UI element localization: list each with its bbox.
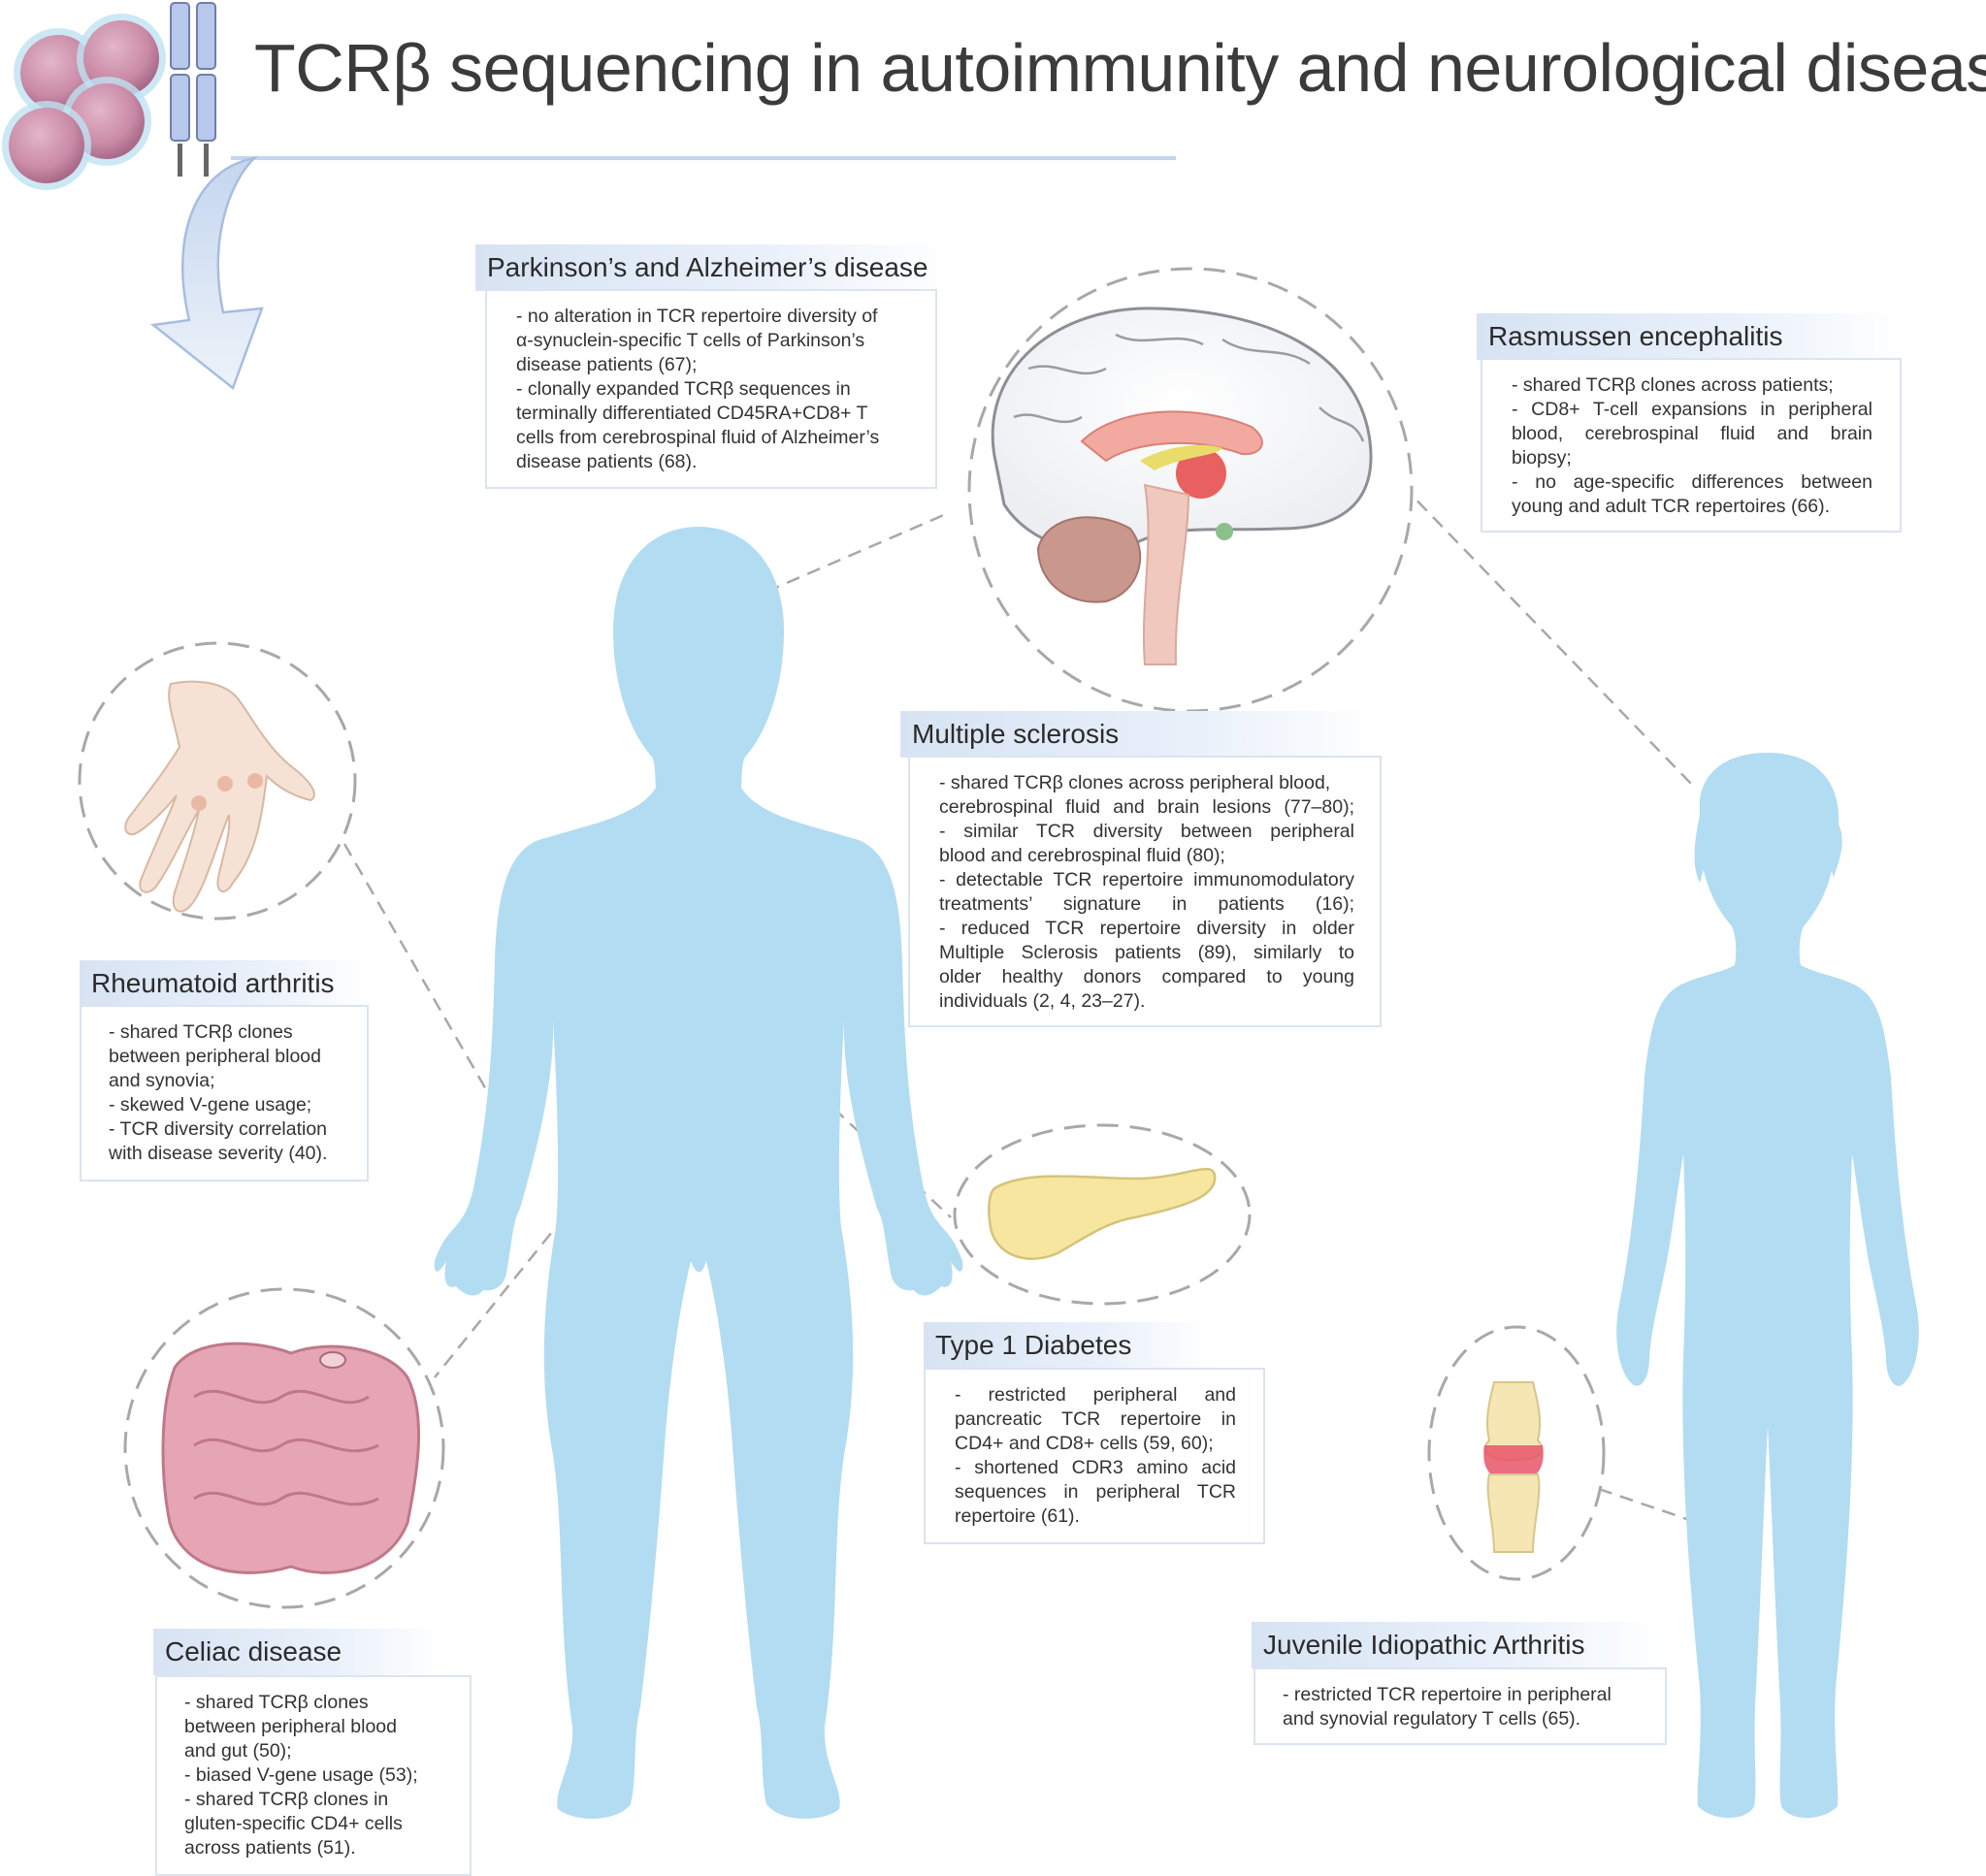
brain-inset [967,267,1414,713]
panel-line: - clonally expanded TCRβ sequences in [516,378,851,400]
panel-line: α-synuclein-specific T cells of Parkinso… [516,330,865,351]
panel-line: biopsy; [1512,447,1572,469]
panel-line: - similar TCR diversity between peripher… [939,821,1354,842]
panel-heading: Parkinson’s and Alzheimer’s disease [475,244,953,291]
curved-arrow-icon [149,155,264,391]
panel-body: - shared TCRβ clones across peripheral b… [908,756,1382,1027]
panel-line: - restricted TCR repertoire in periphera… [1283,1684,1612,1705]
panel-line: - shared TCRβ clones [184,1692,369,1713]
panel-line: pancreatic TCR repertoire in [955,1408,1236,1430]
panel-body: - shared TCRβ clones between peripheral … [80,1005,369,1181]
panel-heading: Celiac disease [153,1629,444,1675]
panel-line: - TCR diversity correlation [109,1118,328,1140]
pancreas-inset [953,1123,1252,1306]
panel-line: and synovial regulatory T cells (65). [1283,1708,1581,1730]
panel-line: - skewed V-gene usage; [109,1094,312,1116]
panel-line: - shared TCRβ clones across patients; [1512,374,1834,396]
page-title: TCRβ sequencing in autoimmunity and neur… [254,30,1986,106]
panel-body: - restricted TCR repertoire in periphera… [1253,1667,1667,1745]
panel-line: - no alteration in TCR repertoire divers… [516,306,878,327]
panel-line: between peripheral blood [109,1046,321,1067]
panel-line: - detectable TCR repertoire immunomodula… [939,869,1354,890]
panel-line: sequences in peripheral TCR [955,1481,1236,1503]
panel-line: gluten-specific CD4+ cells [184,1813,403,1834]
panel-line: - no age-specific differences between [1512,471,1872,493]
panel-line: - shared TCRβ clones in [184,1789,389,1810]
panel-line: - reduced TCR repertoire diversity in ol… [939,918,1354,939]
panel-line: across patients (51). [184,1837,356,1859]
panel-body: - shared TCRβ clones across patients; - … [1481,358,1902,533]
panel-line: terminally differentiated CD45RA+CD8+ T [516,403,868,424]
panel-heading: Multiple sclerosis [900,711,1382,758]
tcr-receptor-icon [170,2,216,177]
child-body-silhouette [1616,760,1919,1818]
panel-line: - shortened CDR3 amino acid [955,1457,1236,1478]
intestine-inset [123,1287,445,1609]
panel-line: disease patients (68). [516,451,698,472]
panel-line: and gut (50); [184,1740,292,1762]
panel-line: CD4+ and CD8+ cells (59, 60); [955,1433,1214,1454]
panel-line: older healthy donors compared to young [939,966,1354,987]
child-hair [1694,753,1842,883]
panel-line: with disease severity (40). [109,1143,328,1164]
panel-line: cells from cerebrospinal fluid of Alzhei… [516,427,880,448]
panel-heading: Rheumatoid arthritis [80,960,371,1007]
panel-body: - shared TCRβ clones between peripheral … [155,1675,472,1876]
panel-line: blood and cerebrospinal fluid (80); [939,845,1225,866]
panel-heading: Juvenile Idiopathic Arthritis [1252,1622,1667,1668]
adult-body-silhouette [434,527,963,1819]
t-cell-icon [2,14,166,190]
panel-heading: Rasmussen encephalitis [1477,313,1902,360]
panel-heading: Type 1 Diabetes [924,1322,1213,1369]
panel-line: disease patients (67); [516,354,698,375]
panel-line: cerebrospinal fluid and brain lesions (7… [939,796,1354,818]
panel-line: young and adult TCR repertoires (66). [1512,496,1831,517]
panel-body: - restricted peripheral and pancreatic T… [924,1368,1265,1544]
panel-body: - no alteration in TCR repertoire divers… [485,289,937,489]
panel-line: treatments’ signature in patients (16); [939,893,1354,915]
knee-joint-inset [1427,1325,1606,1581]
panel-line: - CD8+ T-cell expansions in peripheral [1512,399,1872,420]
panel-line: between peripheral blood [184,1716,397,1737]
panel-line: Multiple Sclerosis patients (89), simila… [939,942,1354,963]
panel-line: - biased V-gene usage (53); [184,1764,418,1786]
panel-line: repertoire (61). [955,1505,1080,1527]
panel-line: - shared TCRβ clones [109,1021,293,1043]
panel-line: - shared TCRβ clones across peripheral b… [939,772,1331,793]
panel-line: - restricted peripheral and [955,1384,1236,1406]
panel-line: blood, cerebrospinal fluid and brain [1512,423,1872,444]
panel-line: individuals (2, 4, 23–27). [939,990,1146,1012]
hand-inset [78,641,357,921]
panel-line: and synovia; [109,1070,215,1091]
